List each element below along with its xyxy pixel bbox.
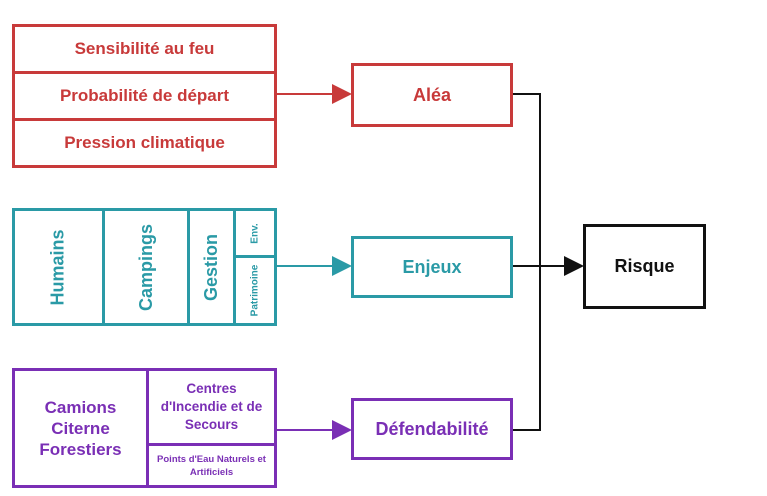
defendabilite-label: Défendabilité [375,418,489,439]
line-from-defendabilite [512,266,541,431]
risque-box: Risque [583,224,706,309]
camions-citerne-forestiers-label: Camions Citerne Forestiers [39,397,122,459]
centres-incendie-secours-box: Centres d'Incendie et de Secours [146,368,277,446]
alea-label: Aléa [412,84,452,105]
alea-box: Aléa [351,63,513,127]
line-from-alea [512,93,541,266]
campings-box: Campings [102,208,190,326]
sensibilite-au-feu-label: Sensibilité au feu [74,39,215,58]
campings-label: Campings [135,223,156,311]
camions-citerne-forestiers-box: Camions Citerne Forestiers [12,368,149,488]
humains-label: Humains [48,228,68,306]
points-eau-label: Points d'Eau Naturels et Artificiels [157,453,266,478]
pression-climatique-box: Pression climatique [12,118,277,168]
gestion-box: Gestion [187,208,236,326]
pression-climatique-label: Pression climatique [64,133,225,152]
humains-box: Humains [12,208,105,326]
risque-label: Risque [614,256,675,276]
env-box: Env. [233,208,277,258]
probabilite-de-depart-box: Probabilité de départ [12,71,277,121]
defendabilite-box: Défendabilité [351,398,513,460]
centres-incendie-secours-label: Centres d'Incendie et de Secours [160,381,263,432]
patrimoine-label: Patrimoine [249,264,261,317]
env-label: Env. [249,222,261,244]
enjeux-box: Enjeux [351,236,513,298]
enjeux-label: Enjeux [402,256,462,277]
gestion-label: Gestion [201,233,222,301]
sensibilite-au-feu-box: Sensibilité au feu [12,24,277,74]
points-eau-box: Points d'Eau Naturels et Artificiels [146,443,277,488]
probabilite-de-depart-label: Probabilité de départ [59,86,230,105]
patrimoine-box: Patrimoine [233,255,277,326]
